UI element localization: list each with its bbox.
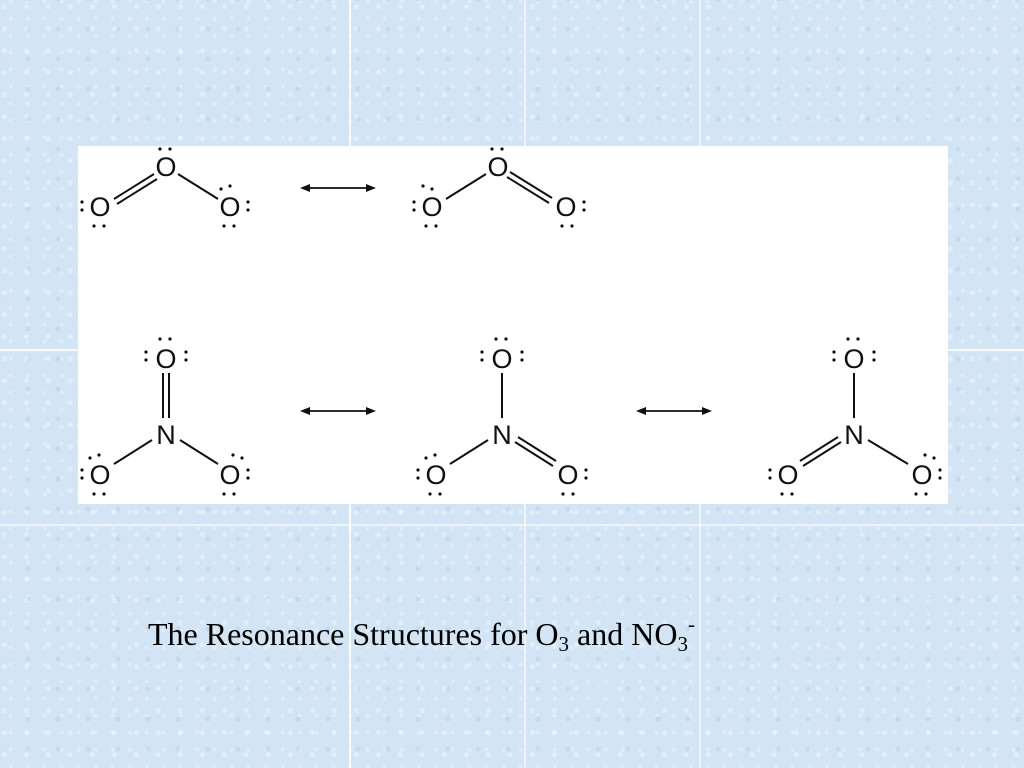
- single-bond: [179, 439, 219, 465]
- nitrate-1-top-oxygen: O: [155, 344, 176, 374]
- nitrate-structure-2: O N O O: [416, 337, 588, 496]
- single-bond: [867, 439, 909, 465]
- nitrate-3-left-oxygen: O: [777, 460, 798, 490]
- single-bond: [449, 439, 489, 465]
- lone-pair-dots: [80, 147, 250, 228]
- lone-pair-dots: [768, 337, 942, 496]
- ozone-structure-1: O O O: [80, 147, 250, 228]
- ozone-2-center-oxygen: O: [487, 152, 508, 182]
- nitrate-3-top-oxygen: O: [843, 344, 864, 374]
- double-bond: [116, 178, 158, 205]
- nitrate-2-top-oxygen: O: [491, 344, 512, 374]
- resonance-arrow: [636, 407, 712, 415]
- ozone-2-right-oxygen: O: [555, 192, 576, 222]
- double-bond: [113, 173, 155, 200]
- slide-caption: The Resonance Structures for O3 and NO3-: [148, 614, 695, 656]
- double-bond: [506, 176, 550, 204]
- ozone-2-left-oxygen: O: [421, 192, 442, 222]
- nitrate-1-left-oxygen: O: [89, 460, 110, 490]
- nitrate-1-nitrogen: N: [156, 420, 176, 450]
- double-bond: [509, 171, 553, 199]
- caption-no-superscript: -: [687, 612, 695, 636]
- double-bond: [802, 441, 842, 467]
- double-bond: [517, 436, 557, 462]
- nitrate-2-left-oxygen: O: [425, 460, 446, 490]
- caption-text-middle: and NO: [569, 616, 678, 652]
- lone-pair-dots: [416, 337, 588, 496]
- resonance-figure-panel: O O O O O O: [78, 146, 948, 504]
- caption-text-start: The Resonance Structures for O: [148, 616, 559, 652]
- double-bond: [514, 441, 554, 467]
- ozone-1-right-oxygen: O: [219, 192, 240, 222]
- single-bond: [177, 173, 219, 200]
- resonance-arrow: [300, 407, 376, 415]
- background-tile-line: [0, 524, 1024, 526]
- caption-o-subscript: 3: [558, 632, 570, 656]
- lone-pair-dots: [412, 147, 586, 228]
- ozone-1-center-oxygen: O: [155, 152, 176, 182]
- resonance-arrow: [300, 184, 376, 192]
- double-bond: [799, 436, 839, 462]
- nitrate-1-right-oxygen: O: [219, 460, 240, 490]
- ozone-1-left-oxygen: O: [89, 192, 110, 222]
- lone-pair-dots: [80, 337, 250, 496]
- single-bond: [445, 173, 487, 200]
- single-bond: [113, 439, 153, 465]
- nitrate-3-nitrogen: N: [844, 420, 864, 450]
- resonance-structures-svg: O O O O O O: [80, 147, 942, 496]
- ozone-structure-2: O O O: [412, 147, 586, 228]
- nitrate-3-right-oxygen: O: [911, 460, 932, 490]
- nitrate-structure-3: O N O O: [768, 337, 942, 496]
- nitrate-structure-1: O N O O: [80, 337, 250, 496]
- nitrate-2-right-oxygen: O: [557, 460, 578, 490]
- nitrate-2-nitrogen: N: [492, 420, 512, 450]
- caption-no-subscript: 3: [677, 632, 688, 656]
